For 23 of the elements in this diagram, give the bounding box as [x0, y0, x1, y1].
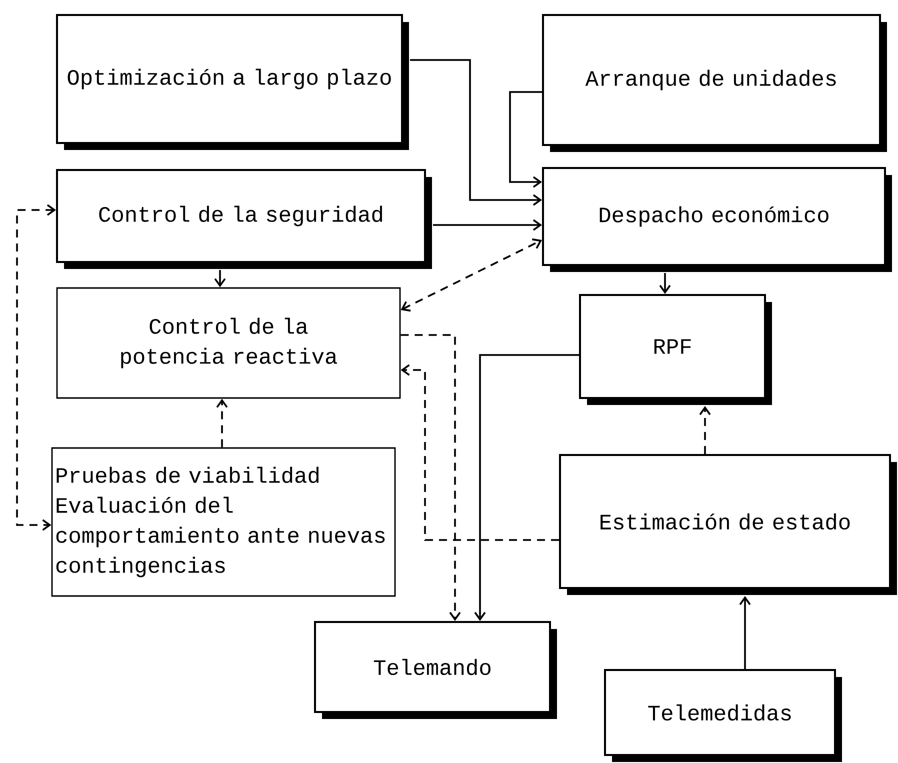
arrow [216, 398, 228, 448]
process-box: RPF [579, 294, 772, 405]
process-box: Pruebas de viabilidad Evaluación del comportamiento ante nuevas contingencias [51, 447, 396, 597]
arrow [410, 59, 542, 206]
arrow [509, 91, 542, 188]
process-box: Despacho económico [542, 167, 892, 272]
arrow [474, 354, 579, 621]
process-box: Control de la potencia reactiva [56, 287, 401, 399]
arrow [699, 406, 711, 454]
arrow [400, 238, 542, 312]
process-box: Control de la seguridad [56, 169, 432, 269]
arrow [214, 270, 226, 288]
arrow [739, 596, 751, 669]
process-box: Telemedidas [604, 669, 842, 762]
process-box: Optimización a largo plazo [56, 14, 409, 150]
arrow [400, 334, 461, 621]
process-box: Telemando [314, 621, 557, 719]
process-box: Estimación de estado [559, 454, 897, 595]
arrow [433, 219, 542, 231]
arrow [659, 273, 671, 294]
arrow [16, 204, 56, 531]
arrow [400, 364, 559, 541]
process-box: Arranque de unidades [542, 14, 887, 152]
